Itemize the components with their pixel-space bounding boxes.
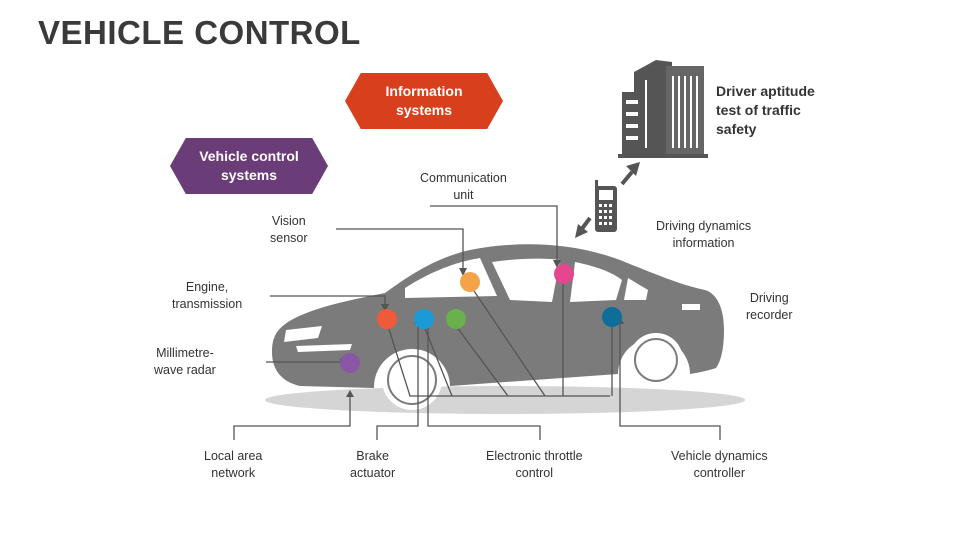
radar-label: Millimetre- wave radar: [154, 345, 216, 379]
label-line: information: [672, 236, 735, 250]
label-line: Vehicle dynamics: [671, 449, 768, 463]
information-systems-badge: Information systems: [345, 73, 503, 129]
badge-line: Information: [385, 83, 463, 99]
communication-unit-label: Communication unit: [420, 170, 507, 204]
vision-sensor-node: [460, 272, 480, 292]
engine-node: [377, 309, 397, 329]
brake-node: [414, 309, 434, 329]
engine-transmission-label: Engine, transmission: [172, 279, 242, 313]
label-line: Driving: [749, 291, 789, 305]
brake-actuator-label: Brake actuator: [350, 448, 395, 482]
label-line: Engine,: [185, 280, 229, 294]
vdc-node: [602, 307, 622, 327]
label-line: actuator: [350, 466, 396, 480]
label-line: Vision: [271, 214, 306, 228]
label-line: recorder: [746, 308, 793, 322]
car-shadow: [265, 386, 745, 414]
label-line: control: [515, 466, 554, 480]
label-line: Local area: [204, 449, 263, 463]
driver-line: Driver aptitude: [716, 83, 815, 99]
communication-unit-node: [554, 264, 574, 284]
badge-line: systems: [220, 167, 278, 183]
vdc-label: Vehicle dynamics controller: [671, 448, 768, 482]
label-line: wave radar: [154, 363, 216, 377]
radar-node: [340, 353, 360, 373]
vision-sensor-label: Vision sensor: [270, 213, 308, 247]
building-icon: [618, 60, 708, 158]
lan-label: Local area network: [204, 448, 262, 482]
label-line: Millimetre-: [156, 346, 214, 360]
label-line: Electronic throttle: [486, 449, 583, 463]
driver-line: safety: [716, 121, 757, 137]
label-line: Communication: [420, 171, 507, 185]
connector-lines: [233, 205, 721, 440]
label-line: sensor: [270, 231, 308, 245]
mobile-phone-icon: [595, 180, 617, 232]
badge-line: Vehicle control: [199, 148, 299, 164]
label-line: controller: [693, 466, 745, 480]
label-line: unit: [453, 188, 474, 202]
vehicle-control-systems-badge: Vehicle control systems: [170, 138, 328, 194]
dynamics-info-label: Driving dynamics information: [656, 218, 751, 252]
car-silhouette-icon: [272, 244, 724, 410]
label-line: Brake: [356, 449, 389, 463]
label-line: transmission: [172, 297, 243, 311]
throttle-label: Electronic throttle control: [486, 448, 583, 482]
badge-line: systems: [395, 102, 453, 118]
driver-line: test of traffic: [716, 102, 801, 118]
driver-aptitude-label: Driver aptitude test of traffic safety: [716, 82, 815, 139]
throttle-node: [446, 309, 466, 329]
label-line: network: [211, 466, 256, 480]
driving-recorder-label: Driving recorder: [746, 290, 793, 324]
page-title: VEHICLE CONTROL: [38, 14, 361, 51]
arrow-icon: [575, 162, 640, 238]
label-line: Driving dynamics: [656, 219, 752, 233]
